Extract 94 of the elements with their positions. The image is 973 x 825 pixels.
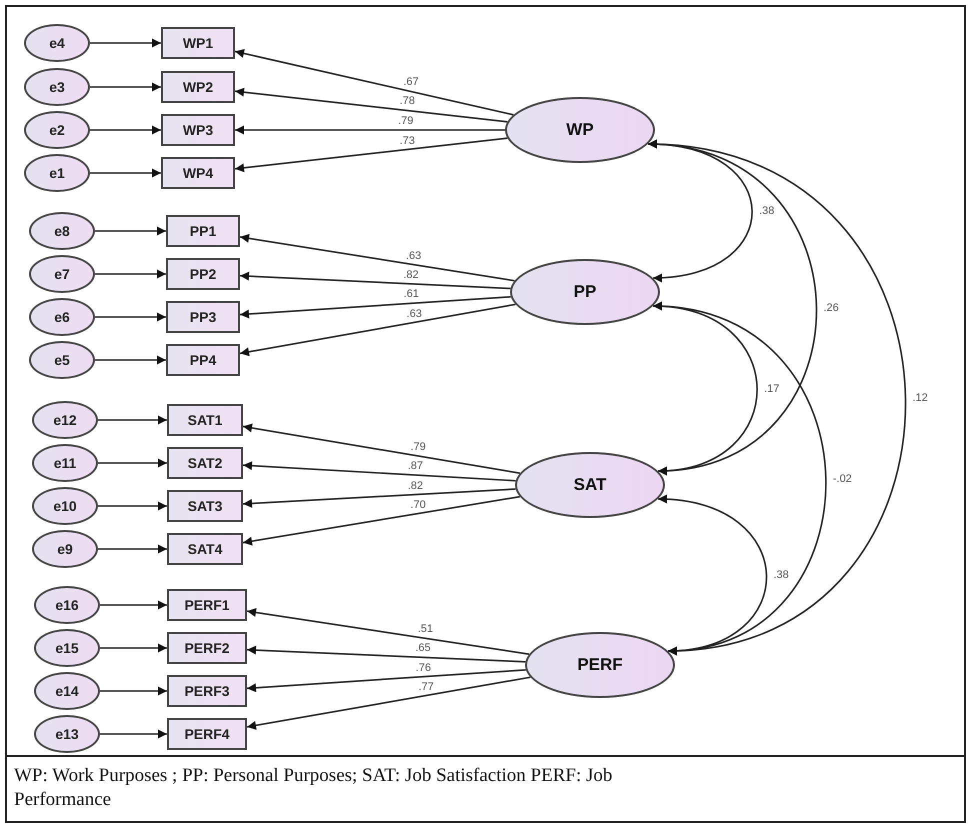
arrow [246,646,526,663]
arrow [100,600,167,610]
error-term-ellipse: e8 [29,212,95,250]
double-headed-arrow [648,140,906,654]
error-term-ellipse: e11 [32,444,98,482]
arrow [100,730,167,738]
arrow [90,168,161,178]
edge-label: .51 [416,623,434,636]
edge-label: .78 [398,95,416,108]
indicator-box: PP4 [166,344,240,376]
error-term-ellipse: e14 [34,672,100,710]
arrow [100,686,167,696]
error-term-ellipse: e4 [24,24,90,62]
arrow [90,82,161,92]
indicator-box: PERF2 [167,632,247,664]
error-term-ellipse: e7 [29,255,95,293]
error-term-ellipse: e1 [24,154,90,192]
arrow [234,88,508,123]
indicator-box: SAT1 [167,404,243,436]
latent-variable-ellipse: PERF [525,632,675,698]
indicator-box: SAT3 [167,490,243,522]
error-term-ellipse: e12 [32,401,98,439]
error-term-ellipse: e5 [29,341,95,379]
arrow [90,38,161,48]
arrow [98,458,167,468]
edge-label: .70 [409,498,427,511]
error-term-ellipse: e16 [34,586,100,624]
error-term-ellipse: e15 [34,629,100,667]
indicator-box: PP3 [166,301,240,333]
edge-label: .65 [414,642,432,654]
arrow [240,272,510,290]
indicator-box: SAT4 [167,533,243,565]
indicator-box: WP3 [161,114,235,146]
arrow [235,126,505,134]
edge-label: .61 [402,288,420,300]
indicator-box: PP1 [166,215,240,247]
indicator-box: WP2 [161,71,235,103]
double-headed-arrow [652,302,826,654]
edge-label: .82 [402,268,420,281]
edge-label: .38 [772,569,790,581]
latent-variable-ellipse: SAT [515,452,665,518]
arrow [242,461,516,482]
edge-label: .67 [402,76,420,88]
arrow [242,488,516,508]
arrow [95,356,166,364]
arrow [98,502,167,510]
arrow [95,270,166,278]
caption: WP: Work Purposes ; PP: Personal Purposes; SAT: Job Satisfaction PERF: Job Performance [14,764,614,812]
latent-variable-ellipse: WP [505,97,655,163]
edge-label: .76 [414,662,432,674]
indicator-box: WP1 [161,27,235,59]
arrow [234,137,508,172]
edge-label: .82 [406,480,424,492]
edge-label: .77 [418,680,435,693]
arrow [242,423,520,474]
edge-label: .12 [911,392,929,404]
latent-variable-ellipse: PP [510,259,660,325]
arrow [95,312,166,322]
edge-label: .38 [758,205,776,217]
arrow [234,49,514,116]
indicator-box: WP4 [161,157,235,189]
error-term-ellipse: e13 [34,715,100,753]
edge-label: -.02 [832,472,853,484]
edge-label: .63 [406,308,423,320]
indicator-box: PP2 [166,258,240,290]
error-term-ellipse: e2 [24,111,90,149]
edge-label: .26 [822,302,840,314]
arrow [98,544,167,554]
error-term-ellipse: e10 [32,487,98,525]
edge-label: .17 [763,382,780,394]
indicator-box: SAT2 [167,447,243,479]
indicator-box: PERF4 [167,718,247,750]
arrow [246,676,530,730]
indicator-box: PERF1 [167,589,247,621]
edge-label: .63 [404,250,422,262]
arrow [240,296,511,318]
edge-label: .79 [397,115,414,127]
arrow [95,226,166,236]
arrow [100,644,167,652]
edge-label: .79 [409,440,427,453]
double-headed-arrow [658,495,768,655]
arrow [240,304,516,356]
arrow [90,126,161,134]
error-term-ellipse: e3 [24,68,90,106]
arrow [246,669,526,692]
error-term-ellipse: e9 [32,530,98,568]
arrow [246,608,530,655]
arrow [98,416,167,424]
arrow [240,234,515,282]
arrow [242,496,520,546]
indicator-box: PERF3 [167,675,247,707]
edge-label: .87 [406,460,424,472]
edge-label: .73 [398,134,416,147]
error-term-ellipse: e6 [29,298,95,336]
